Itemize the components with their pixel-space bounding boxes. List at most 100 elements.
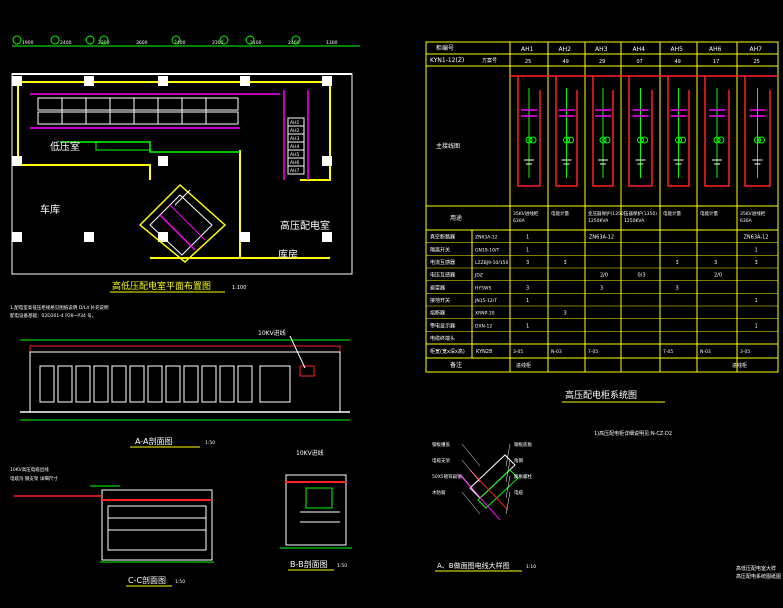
use-label: 用途 (450, 214, 462, 222)
dimension-label: 3600 (136, 40, 148, 46)
row-label: 电流互感器 (430, 259, 455, 266)
size-model: KYN28 (476, 349, 492, 355)
cabinet-use: 电能计量 (551, 210, 569, 217)
row-label: 熔断器 (430, 310, 445, 317)
aa-scale: 1:50 (205, 440, 215, 446)
aa-cabinet (57, 365, 73, 403)
grid-bubbles-top (12, 35, 301, 45)
circuit-line (555, 76, 578, 187)
plan-cabinet-label: AH5 (290, 152, 299, 158)
cabinet-use: 电能计量 (700, 210, 718, 217)
row-value: 3 (564, 260, 567, 266)
main-circuit-label: 主接线图 (436, 142, 460, 150)
cabinet-size: N-03 (551, 349, 562, 355)
cc-note-2: 电缆沟 钢支架 详细尺寸 (10, 475, 58, 482)
circuit-line (667, 76, 690, 187)
system-note: 1)高压配电柜详细说明见:N-CZ-D2 (594, 430, 672, 437)
row-label: 带电显示器 (430, 322, 455, 329)
row-model: HY5WS (475, 285, 491, 291)
circuit-line (628, 76, 653, 187)
row-value: 1 (526, 298, 529, 304)
corner-text-2: 高压配电系统图纸图 (736, 573, 781, 580)
row-value: 1 (755, 247, 758, 253)
scheme-number: 07 (637, 59, 643, 65)
cabinet-use: 35KV进线柜 (740, 210, 766, 217)
section-aa: 10KV进线 A-A剖面图 1:50 (20, 329, 350, 448)
row-value: 1 (755, 323, 758, 329)
dimension-label: 1300 (326, 40, 338, 46)
aa-cabinet (75, 365, 91, 403)
section-cc: 10KV高压电缆出线 电缆沟 钢支架 详细尺寸 C-C剖面图 1:50 (10, 466, 214, 587)
row-value: 3 (755, 260, 758, 266)
row-label: 电缆终端头 (430, 335, 455, 342)
plan-cabinet-label: AH4 (290, 144, 299, 150)
cabinet-size: 7-05 (588, 349, 598, 355)
dimension-label: 2400 (60, 40, 72, 46)
cabinet-use: 630A (740, 218, 753, 224)
header-cabinet-no: 柜编号 (436, 44, 454, 52)
row-model: JN15-12/T (474, 298, 497, 304)
row-value: 2/0 (714, 273, 722, 279)
detail-label: 电缆支架 (432, 457, 450, 464)
cabinet-use: 35KV进线柜 (513, 210, 539, 217)
detail-label: 钢板底板 (514, 441, 532, 448)
cabinet-use: 压器保护(1350) (624, 210, 657, 217)
row-label: 接地开关 (430, 297, 450, 304)
plan-scale: 1:100 (232, 285, 246, 291)
aa-cabinet (93, 365, 109, 403)
cc-note-1: 10KV高压电缆出线 (10, 466, 49, 473)
scheme-number: 25 (525, 59, 531, 65)
row-model: JDZ (474, 273, 483, 279)
ct-symbol (563, 136, 570, 144)
row-value: 3 (526, 285, 529, 291)
row-value: 3 (676, 260, 679, 266)
plan-cabinet-label: AH3 (290, 136, 299, 142)
detail-title: A、B做面图电线大样图 (437, 561, 510, 570)
plan-note-1: 1.配电室高低压柜规格见图纸说明 D/L4 补充说明 (10, 304, 109, 311)
aa-tag: 10KV进线 (258, 329, 286, 337)
plan-cabinet-label: AH1 (290, 120, 299, 126)
row-label: 避雷器 (430, 284, 445, 291)
circuit-line (517, 76, 541, 187)
row-label: 电压互感器 (430, 272, 455, 279)
cabinet-header: AH5 (671, 46, 684, 53)
dimension-label: 2300 (212, 40, 224, 46)
plan-title: 高低压配电室平面布置图 (112, 280, 211, 292)
detail-scale: 1:10 (526, 564, 536, 570)
dimension-label: 2400 (174, 40, 186, 46)
scheme-number: 49 (675, 59, 681, 65)
room-label-low-voltage: 低压室 (50, 140, 80, 153)
row-value: 1 (526, 235, 529, 241)
ct-symbol (675, 136, 682, 144)
system-table: AH12535KV进线柜630A3-05AH249电能计量N-03AH329变压… (425, 41, 779, 437)
row-label: 真空断路器 (430, 234, 455, 241)
aa-cabinet (165, 365, 181, 403)
plan-cabinet-label: AH7 (290, 168, 299, 174)
aa-cabinet (201, 365, 217, 403)
cabinet-size: 3-05 (740, 349, 750, 355)
room-label-high-voltage: 高压配电室 (280, 219, 330, 232)
aa-cabinet (219, 365, 235, 403)
aa-cabinet (237, 365, 253, 403)
aa-cabinet (183, 365, 199, 403)
remarks-label: 备注 (450, 361, 462, 369)
aa-cabinet (39, 365, 55, 403)
cabinet-use: 630A (513, 218, 526, 224)
cabinet-header: AH4 (633, 46, 646, 53)
cabinet-header: AH6 (709, 46, 722, 53)
columns (12, 76, 332, 242)
row-model: XRNP-10 (475, 311, 495, 317)
row-value: 3 (526, 260, 529, 266)
dimension-label: 2300 (98, 40, 110, 46)
room-label-storage: 库房 (278, 248, 298, 261)
detail-label: 钢板槽盖 (432, 441, 450, 448)
bb-tag: 10KV进线 (296, 449, 324, 457)
scheme-number: 49 (563, 59, 569, 65)
row-model: ZN63A-12 (475, 235, 498, 241)
row-value: ZN63A-12 (589, 235, 614, 241)
row-value: ZN63A-12 (744, 235, 769, 241)
detail-label: 膨胀螺栓 (514, 473, 532, 480)
plan-note-2: 配电设备基础：02D201-4 P28~P34 号。 (10, 312, 96, 319)
